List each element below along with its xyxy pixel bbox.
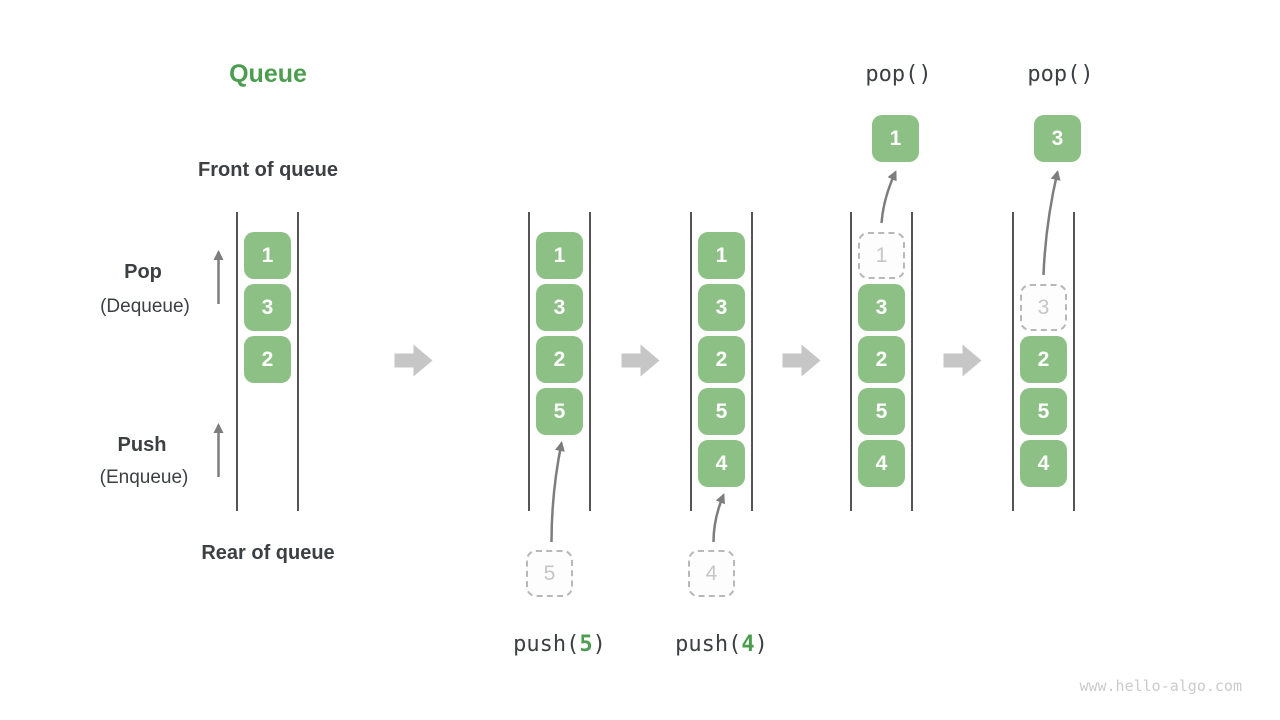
queue-item-box: 5 xyxy=(536,388,583,435)
push-operation-prefix: push( xyxy=(675,632,742,657)
next-state-arrow xyxy=(943,344,982,377)
push-operation-arg: 4 xyxy=(741,632,755,657)
queue-item-box: 4 xyxy=(858,440,905,487)
queue-item-box: 1 xyxy=(244,232,291,279)
queue-item-box: 2 xyxy=(244,336,291,383)
queue-item-box: 3 xyxy=(244,284,291,331)
push-operation-label: push(4) xyxy=(675,632,768,657)
pending-item-box: 4 xyxy=(688,550,735,597)
queue-wall-left xyxy=(690,212,692,511)
push-arrow xyxy=(550,441,565,543)
queue-item-box: 2 xyxy=(858,336,905,383)
queue-wall-left xyxy=(1012,212,1014,511)
queue-wall-left xyxy=(236,212,238,511)
queue-item-box: 2 xyxy=(536,336,583,383)
queue-wall-right xyxy=(297,212,299,511)
queue-wall-right xyxy=(589,212,591,511)
queue-item-box: 3 xyxy=(698,284,745,331)
popped-slot-box: 1 xyxy=(858,232,905,279)
queue-item-box: 4 xyxy=(1020,440,1067,487)
push-operation-suffix: ) xyxy=(754,632,768,657)
queue-wall-left xyxy=(528,212,530,511)
dequeue-label: (Dequeue) xyxy=(100,296,190,317)
push-operation-arg: 5 xyxy=(579,632,593,657)
queue-wall-right xyxy=(751,212,753,511)
queue-item-box: 1 xyxy=(536,232,583,279)
enqueue-label: (Enqueue) xyxy=(99,467,189,488)
popped-item-box: 3 xyxy=(1034,115,1081,162)
push-operation-label: push(5) xyxy=(513,632,606,657)
queue-item-box: 2 xyxy=(698,336,745,383)
queue-wall-right xyxy=(1073,212,1075,511)
next-state-arrow xyxy=(782,344,821,377)
push-operation-suffix: ) xyxy=(592,632,606,657)
queue-item-box: 3 xyxy=(858,284,905,331)
popped-slot-box: 3 xyxy=(1020,284,1067,331)
queue-item-box: 4 xyxy=(698,440,745,487)
queue-item-box: 3 xyxy=(536,284,583,331)
pop-arrow xyxy=(880,170,897,224)
front-of-queue-label: Front of queue xyxy=(198,159,338,181)
popped-item-box: 1 xyxy=(872,115,919,162)
queue-item-box: 5 xyxy=(698,388,745,435)
rear-of-queue-label: Rear of queue xyxy=(201,542,335,564)
queue-item-box: 2 xyxy=(1020,336,1067,383)
next-state-arrow xyxy=(621,344,660,377)
pop-operation-label: pop() xyxy=(1027,62,1094,87)
queue-item-box: 5 xyxy=(1020,388,1067,435)
pop-arrow xyxy=(1042,170,1061,276)
pop-operation-label: pop() xyxy=(865,62,932,87)
next-state-arrow xyxy=(394,344,433,377)
queue-wall-left xyxy=(850,212,852,511)
pop-label: Pop xyxy=(124,261,162,283)
watermark: www.hello-algo.com xyxy=(1079,677,1242,695)
diagram-title: Queue xyxy=(229,60,307,88)
push-arrow xyxy=(712,493,725,543)
push-label: Push xyxy=(117,434,167,456)
queue-item-box: 1 xyxy=(698,232,745,279)
queue-item-box: 5 xyxy=(858,388,905,435)
queue-wall-right xyxy=(911,212,913,511)
pending-item-box: 5 xyxy=(526,550,573,597)
push-operation-prefix: push( xyxy=(513,632,580,657)
